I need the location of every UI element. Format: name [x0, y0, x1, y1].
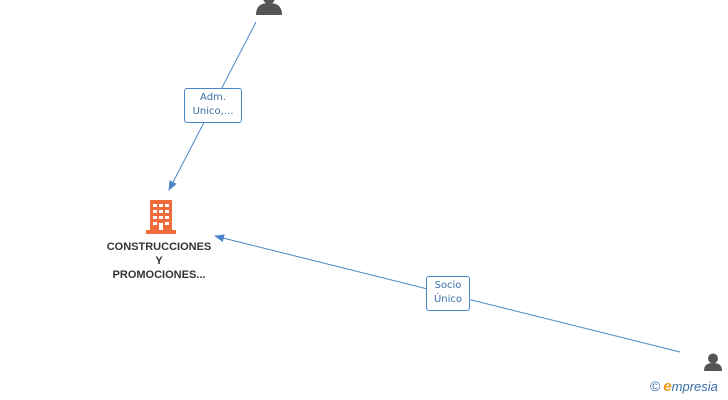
- company-name-line: CONSTRUCCIONES: [106, 241, 212, 253]
- company-name-line: PROMOCIONES...: [112, 269, 206, 281]
- edge-label-line: Adm.: [200, 92, 226, 103]
- brand-e-letter: e: [663, 378, 672, 395]
- edge-label-line: Socio: [434, 280, 462, 291]
- person-icon[interactable]: [254, 0, 284, 16]
- copyright-symbol: ©: [650, 378, 661, 394]
- edge-label-line: Único: [433, 294, 463, 305]
- building-icon[interactable]: [145, 200, 177, 234]
- company-name[interactable]: CONSTRUCCIONES Y PROMOCIONES...: [98, 240, 220, 282]
- edge-label-admin[interactable]: Adm. Unico,...: [184, 88, 242, 123]
- edge-label-line: Unico,...: [192, 106, 234, 117]
- company-name-line: Y: [155, 255, 163, 267]
- edge-label-partner[interactable]: Socio Único: [426, 276, 470, 311]
- brand-name: mpresia: [671, 379, 718, 394]
- person-icon[interactable]: [703, 353, 723, 371]
- brand-logo: ©empresia: [650, 378, 718, 395]
